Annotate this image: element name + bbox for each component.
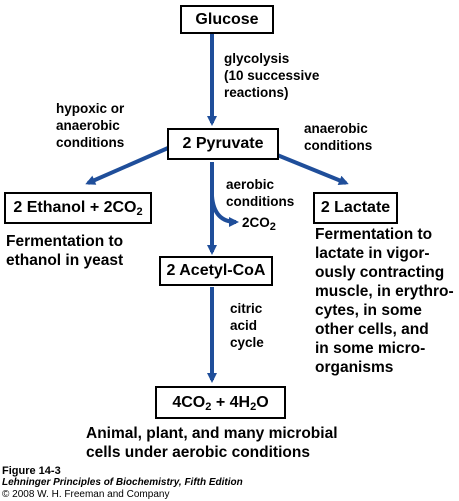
co2-h2o-node: 4CO2 + 4H2O <box>155 386 286 419</box>
arrow-co2-release <box>210 195 239 227</box>
glucose-node: Glucose <box>180 5 274 34</box>
lactate-description: Fermentation to lactate in vigor- ously … <box>315 226 454 376</box>
figure-number: Figure 14-3 <box>2 465 61 477</box>
co2-label: 2CO2 <box>242 215 276 233</box>
lactate-node: 2 Lactate <box>313 192 398 224</box>
aerobic-label: aerobic conditions <box>226 177 295 209</box>
hypoxic-label: hypoxic or anaerobic conditions <box>56 101 125 150</box>
arrow-pyruvate-ethanol <box>85 146 169 185</box>
ethanol-node: 2 Ethanol + 2CO2 <box>4 192 152 224</box>
book-title: Lehninger Principles of Biochemistry, Fi… <box>2 477 243 488</box>
yeast-description: Fermentation to ethanol in yeast <box>6 233 124 269</box>
copyright-line: © 2008 W. H. Freeman and Company <box>2 489 170 500</box>
aerobic-cells-description: Animal, plant, and many microbial cells … <box>86 425 338 461</box>
figure-caption: Figure 14-3 Lehninger Principles of Bioc… <box>2 465 243 501</box>
acetylcoa-node: 2 Acetyl-CoA <box>159 256 273 286</box>
anaerobic-right-label: anaerobic conditions <box>304 121 373 153</box>
pyruvate-node: 2 Pyruvate <box>167 128 279 160</box>
glycolysis-label: glycolysis (10 successive reactions) <box>224 51 320 100</box>
citric-acid-cycle-label: citric acid cycle <box>230 301 264 350</box>
